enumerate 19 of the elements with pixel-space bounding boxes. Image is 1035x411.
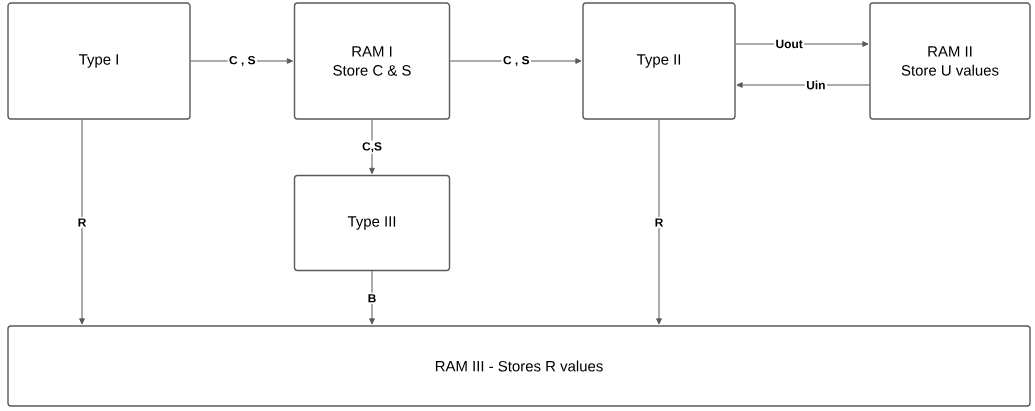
process-box: Type I (7, 2, 191, 120)
edge-label: R (76, 216, 88, 229)
edge-label: Uin (804, 79, 827, 91)
arrow (79, 119, 85, 325)
arrow (736, 82, 870, 88)
arrow (369, 270, 375, 325)
process-box: RAM I Store C & S (293, 2, 451, 120)
edge-label: C , S (227, 54, 258, 68)
edge-label: R (653, 216, 665, 229)
edge-label: C,S (360, 140, 384, 154)
edge-label: Uout (774, 38, 805, 50)
process-box: Type II (582, 2, 736, 120)
arrow (656, 119, 662, 325)
edge-label: C , S (501, 54, 532, 68)
process-box: RAM II Store U values (869, 2, 1031, 120)
arrow (369, 119, 375, 175)
process-box: Type III (293, 174, 451, 272)
process-box: RAM III - Stores R values (7, 325, 1031, 407)
edge-label: B (366, 292, 378, 304)
